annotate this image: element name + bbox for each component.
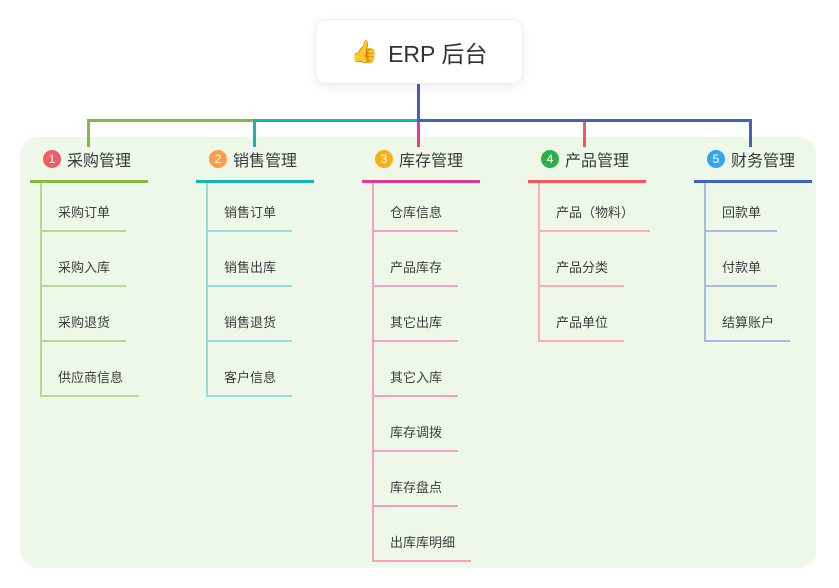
- branch-2-child-1[interactable]: 销售订单: [206, 202, 293, 232]
- branch-5-header[interactable]: 5 财务管理: [694, 147, 812, 183]
- branch-3-label: 库存管理: [399, 153, 464, 170]
- connector-root-stem: [417, 84, 420, 122]
- branch-2-child-3[interactable]: 销售退货: [206, 312, 293, 342]
- connector-drop-branch-2: [253, 119, 256, 147]
- branch-4-child-rail: [538, 181, 540, 342]
- branch-3-child-rail: [372, 181, 374, 562]
- branch-4-child-2[interactable]: 产品分类: [538, 257, 625, 287]
- branch-1-child-1[interactable]: 采购订单: [40, 202, 127, 232]
- branch-4-header[interactable]: 4 产品管理: [528, 147, 646, 183]
- branch-3-child-3[interactable]: 其它出库: [372, 312, 459, 342]
- connector-drop-branch-1: [87, 119, 90, 147]
- branch-4-child-3[interactable]: 产品单位: [538, 312, 625, 342]
- connector-drop-branch-5: [749, 119, 752, 147]
- branch-5-child-2[interactable]: 付款单: [704, 257, 778, 287]
- branches-panel: [20, 137, 816, 568]
- branch-4-child-1[interactable]: 产品（物料）: [538, 202, 651, 232]
- branch-1-number-badge: 1: [43, 150, 61, 168]
- branch-2-header[interactable]: 2 销售管理: [196, 147, 314, 183]
- branch-2-child-4[interactable]: 客户信息: [206, 367, 293, 397]
- branch-3-child-6[interactable]: 库存盘点: [372, 477, 459, 507]
- branch-5-child-3[interactable]: 结算账户: [704, 312, 791, 342]
- root-node[interactable]: 👍 ERP 后台: [315, 19, 523, 84]
- branch-3-child-2[interactable]: 产品库存: [372, 257, 459, 287]
- branch-1-child-4[interactable]: 供应商信息: [40, 367, 140, 397]
- branch-1-child-2[interactable]: 采购入库: [40, 257, 127, 287]
- branch-3-child-5[interactable]: 库存调拨: [372, 422, 459, 452]
- branch-3-child-4[interactable]: 其它入库: [372, 367, 459, 397]
- branch-4-label: 产品管理: [565, 153, 630, 170]
- thumbs-up-icon: 👍: [350, 38, 379, 64]
- branch-1-label: 采购管理: [67, 153, 132, 170]
- branch-2-child-rail: [206, 181, 208, 397]
- branch-5-label: 财务管理: [731, 153, 796, 170]
- branch-4-number-badge: 4: [541, 150, 559, 168]
- branch-2-number-badge: 2: [209, 150, 227, 168]
- branch-1-child-rail: [40, 181, 42, 397]
- branch-5-child-rail: [704, 181, 706, 342]
- connector-horizontal-branch-1: [87, 119, 256, 122]
- branch-5-child-1[interactable]: 回款单: [704, 202, 778, 232]
- branch-5-number-badge: 5: [707, 150, 725, 168]
- branch-2-label: 销售管理: [233, 153, 298, 170]
- connector-drop-branch-3: [417, 121, 420, 147]
- branch-2-child-2[interactable]: 销售出库: [206, 257, 293, 287]
- branch-3-child-7[interactable]: 出库库明细: [372, 532, 472, 562]
- branch-3-number-badge: 3: [375, 150, 393, 168]
- branch-3-header[interactable]: 3 库存管理: [362, 147, 480, 183]
- connector-horizontal-branch-2: [253, 119, 420, 122]
- branch-1-child-3[interactable]: 采购退货: [40, 312, 127, 342]
- root-node-label: ERP 后台: [388, 40, 488, 67]
- branch-1-header[interactable]: 1 采购管理: [30, 147, 148, 183]
- connector-drop-branch-4: [583, 121, 586, 147]
- connector-horizontal-branch-5: [417, 119, 752, 122]
- branch-3-child-1[interactable]: 仓库信息: [372, 202, 459, 232]
